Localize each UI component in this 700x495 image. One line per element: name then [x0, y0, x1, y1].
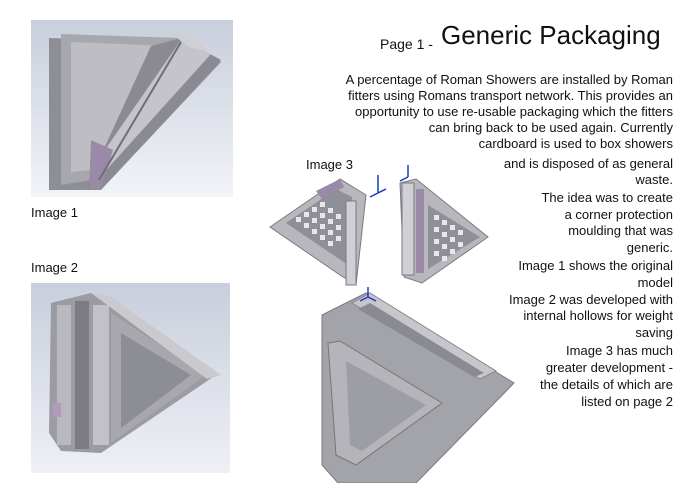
image-1-caption: Image 1 — [31, 205, 78, 220]
body-line-17: Image 3 has much — [566, 343, 673, 358]
body-line-20: listed on page 2 — [581, 394, 673, 409]
body-line-15: internal hollows for weight — [523, 308, 673, 323]
body-line-12: Image 1 shows the original — [518, 258, 673, 273]
page-title: Generic Packaging — [441, 20, 661, 50]
image-2-caption: Image 2 — [31, 260, 78, 275]
image-3-render — [266, 165, 516, 483]
body-line-3: opportunity to use re-usable packaging w… — [355, 104, 673, 119]
body-line-19: the details of which are — [540, 377, 673, 392]
body-line-14: Image 2 was developed with — [508, 292, 673, 307]
image-1-render — [31, 20, 233, 197]
image-3-caption: Image 3 — [306, 157, 353, 172]
body-line-5: cardboard is used to box showers — [478, 136, 673, 151]
body-line-2: fitters using Romans transport network. … — [348, 88, 673, 103]
page-number: Page 1 - — [380, 36, 433, 52]
image-2-render — [31, 283, 230, 473]
body-line-8: The idea was to create — [541, 190, 673, 205]
body-line-1: A percentage of Roman Showers are instal… — [345, 72, 673, 87]
body-line-9: a corner protection — [564, 207, 673, 222]
body-line-13: model — [637, 275, 673, 290]
body-line-11: generic. — [626, 240, 673, 255]
body-line-7: waste. — [635, 172, 673, 187]
body-line-10: moulding that was — [568, 223, 673, 238]
body-line-18: greater development - — [545, 360, 673, 375]
body-line-6: and is disposed of as general — [503, 156, 673, 171]
body-line-16: saving — [635, 325, 673, 340]
body-line-4: can bring back to be used again. Current… — [428, 120, 673, 135]
